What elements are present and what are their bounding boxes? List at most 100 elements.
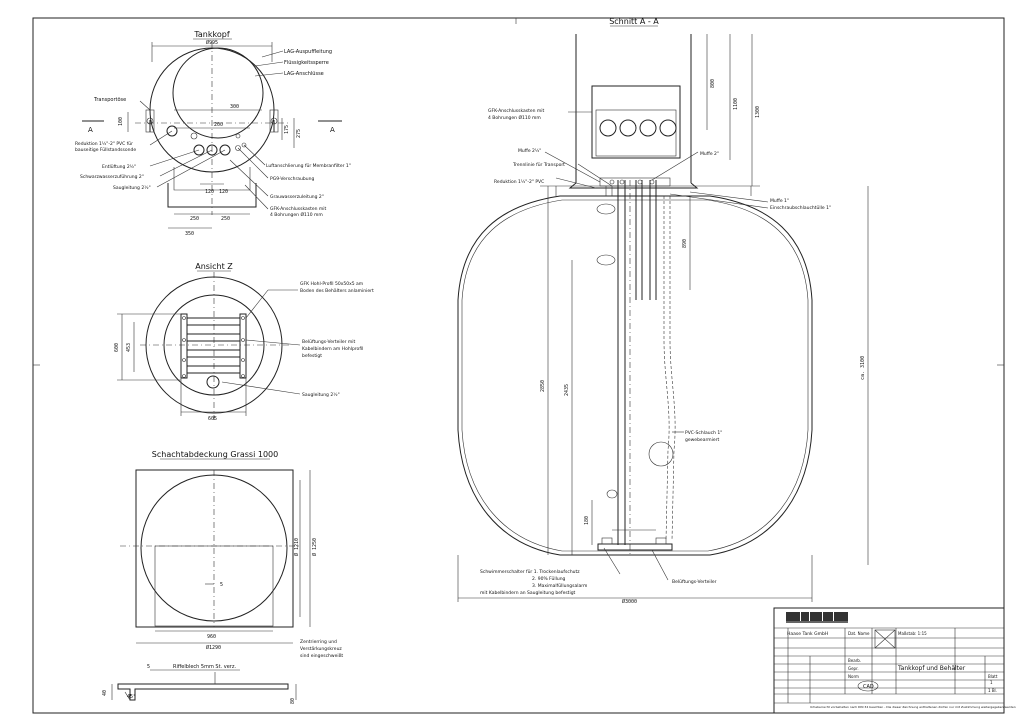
dim-2850: 2850	[540, 380, 546, 392]
label-schwimmer-1: Schwimmerschalter für 1. Trockenlaufschu…	[480, 569, 580, 575]
scale-label: Maßstab: 1:15	[898, 631, 927, 636]
label-pvc-1: PVC-Schlauch 1"	[685, 430, 722, 436]
dim-45: 45°	[127, 694, 136, 700]
dim-120a: 120	[205, 189, 214, 195]
dim-800: 800	[710, 79, 716, 88]
dim-1210: Ø 1210	[293, 538, 300, 556]
dim-960: 960	[207, 634, 216, 640]
dim-605: 605	[208, 416, 217, 422]
dim-250b: 250	[221, 216, 230, 222]
label-pg9: PG9-Verschraubung	[270, 176, 314, 182]
label-beluftung-2: Kabelbindern am Hohlprofil	[302, 346, 363, 352]
label-schwimmer-2: 2. 90% Füllung	[532, 576, 566, 582]
copyright-note: Urheberrecht vorbehalten nach DIN 34 bea…	[810, 705, 1016, 709]
label-trennlinie: Trennlinie für Transport	[512, 162, 565, 168]
cad-stamp: CAD	[863, 684, 874, 690]
label-gfk-hohlprofil-2: Boden des Behälters anlaminiert	[300, 288, 374, 294]
company-logo	[786, 612, 800, 621]
label-riffelblech: Riffelblech 5mm St. verz.	[173, 664, 236, 670]
date-name-label: Dat. Name	[848, 631, 870, 636]
ansicht-z-view: Ansicht Z 600 453 605 GFK Hohl-Pro	[114, 262, 374, 422]
dim-453: 453	[126, 343, 132, 352]
drawing-frame	[32, 17, 1005, 714]
drawing-title: Tankkopf und Behälter	[897, 665, 966, 672]
dim-1290: Ø1290	[206, 644, 221, 651]
label-transportoese: Transportöse	[93, 97, 126, 103]
tank-body	[457, 195, 813, 556]
pipe-entluftung	[193, 144, 205, 156]
gfk-box	[591, 85, 681, 159]
dim-350: 350	[185, 231, 194, 237]
schacht-plate	[135, 469, 294, 628]
label-muffe-2half: Muffe 2½"	[518, 147, 541, 154]
checked-label: Gepr.	[848, 666, 859, 671]
dim-2435: 2435	[564, 384, 570, 396]
label-beluftung-3: befestigt	[302, 353, 322, 359]
pipe-schwarzwasser	[206, 144, 218, 156]
label-reduktion-schnitt: Reduktion 1½"-2" PVC	[494, 178, 544, 185]
label-schwimmer-3: 3. Maximalfüllungsalarm	[532, 583, 587, 589]
label-pvc-2: gewebearmiert	[685, 437, 719, 443]
label-gfk-kasten-2: 4 Bohrungen Ø110 mm	[270, 211, 323, 218]
dim-1100: 1100	[733, 98, 739, 110]
dim-1300: 1300	[755, 106, 761, 118]
dim-175: 175	[284, 125, 290, 134]
label-beluftungs-verteiler: Belüftungs-Verteiler	[672, 579, 717, 585]
title-block: Haase Tank GmbH Dat. Name Maßstab: 1:15 …	[773, 607, 1016, 714]
dim-600: 600	[114, 343, 120, 352]
ansicht-z-title: Ansicht Z	[195, 262, 233, 271]
label-zentrierring-3: sind eingeschweißt	[300, 653, 343, 659]
label-schwarzwasser: Schwarzwasserzuführung 2"	[80, 174, 144, 180]
dim-120b: 120	[219, 189, 228, 195]
schacht-title: Schachtabdeckung Grassi 1000	[152, 450, 278, 459]
drawn-label: Bearb.	[848, 658, 861, 663]
pipe-reduction	[166, 125, 178, 137]
section-a-left: A	[88, 126, 93, 134]
label-muffe-2: Muffe 2"	[700, 151, 719, 157]
plate-section	[117, 683, 289, 701]
sheet-number: 1	[990, 680, 993, 685]
dim-5: 5	[220, 582, 223, 588]
label-saugleitung: Saugleitung 2½"	[113, 184, 151, 191]
label-zentrierring-1: Zentrierring und	[300, 639, 337, 645]
schachtabdeckung-view: Schachtabdeckung Grassi 1000 5 Ø 1210 Ø …	[102, 450, 343, 704]
schnitt-title: Schnitt A - A	[609, 17, 659, 26]
label-muffe-1: Muffe 1"	[770, 198, 789, 204]
label-beluftung-1: Belüftungs-Verteiler mit	[302, 339, 356, 345]
dim-80: 80	[290, 698, 296, 704]
label-gfk-schnitt-2: 4 Bohrungen Ø110 mm	[488, 114, 541, 121]
label-lag-auspuff: LAG-Auspuffleitung	[284, 49, 332, 55]
pipe-saug	[219, 144, 231, 156]
label-gfk-schnitt-1: GFK-Anschlusskasten mit	[488, 108, 545, 114]
dim-250a: 250	[190, 216, 199, 222]
dim-890: 890	[682, 239, 688, 248]
label-grauwasser: Grauwasserzuleitung 2"	[270, 194, 324, 200]
label-saugleitung-z: Saugleitung 2½"	[302, 391, 340, 398]
manhole-circle	[172, 47, 264, 139]
dim-180: 180	[584, 516, 590, 525]
label-fluessigkeitssperre: Flüssigkeitssperre	[284, 60, 329, 66]
dim-3000: Ø3000	[622, 598, 637, 605]
label-schwimmer-4: mit Kabelbindern an Saugleitung befestig…	[480, 590, 576, 596]
label-gfk-hohlprofil-1: GFK Hohl-Profil 50x50x5 am	[300, 281, 363, 287]
dim-3100: ca. 3100	[860, 356, 866, 380]
label-lag-anschluesse: LAG-Anschlüsse	[284, 71, 324, 77]
section-a-right: A	[330, 126, 335, 134]
label-entlueftung: Entlüftung 2½"	[102, 163, 136, 170]
dim-40: 40	[102, 690, 108, 696]
tankkopf-view: Tankkopf Ø995 300 200	[75, 30, 351, 237]
label-gfk-kasten-1: GFK-Anschlusskasten mit	[270, 206, 327, 212]
dim-275: 275	[296, 129, 302, 138]
tankkopf-title: Tankkopf	[193, 30, 229, 39]
schnitt-view: Schnitt A - A	[457, 17, 869, 605]
dim-200: 200	[214, 122, 223, 128]
norm-label: Norm	[848, 674, 859, 679]
dim-300: 300	[230, 104, 239, 110]
dim-5b: 5	[147, 664, 150, 670]
dim-100: 100	[118, 117, 124, 126]
label-zentrierring-2: Verstärkungskreuz	[300, 646, 342, 652]
label-einschraub: Einschraubschlauchtülle 1"	[770, 205, 831, 211]
company-name: Haase Tank GmbH	[787, 631, 828, 637]
label-reduktion-1: Reduktion 1½"-2" PVC für	[75, 140, 133, 147]
